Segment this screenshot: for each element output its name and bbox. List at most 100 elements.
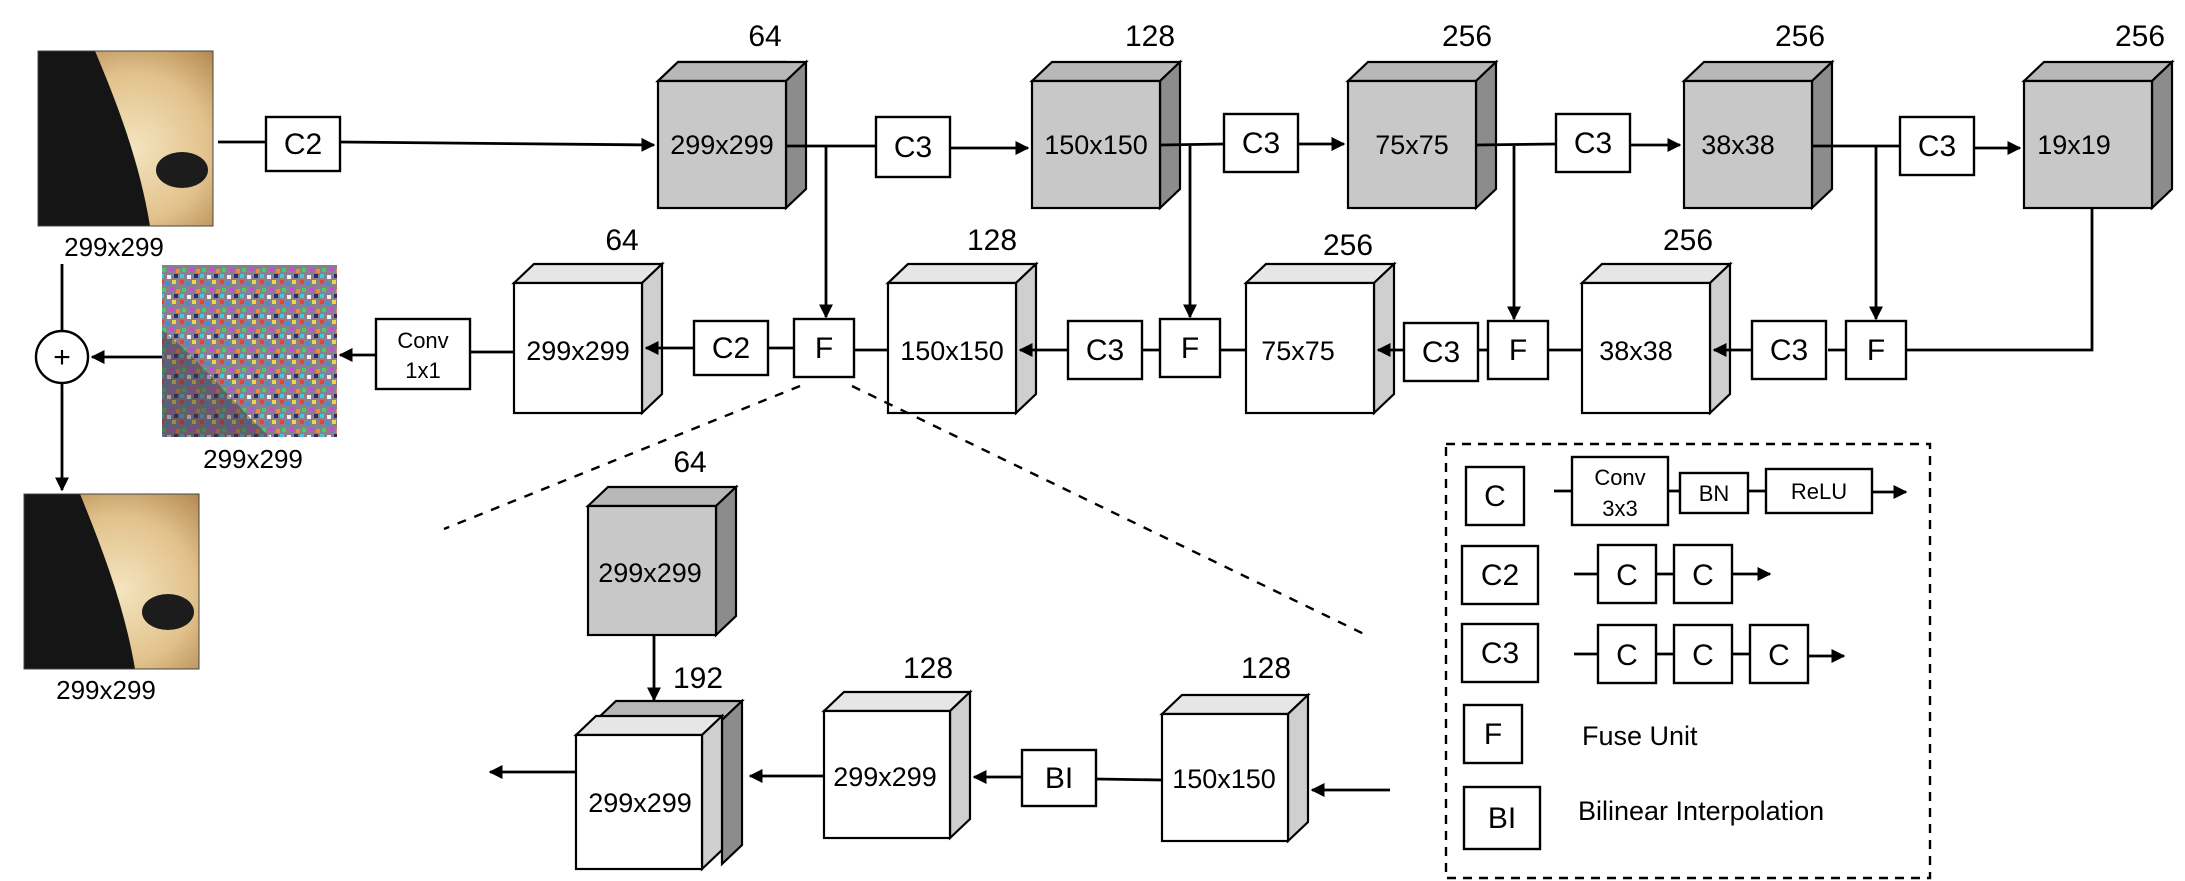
noise-size-label: 299x299: [203, 444, 303, 474]
legend-fuse-unit-text: Fuse Unit: [1582, 721, 1698, 751]
legend-bn-label: BN: [1699, 481, 1730, 506]
encoder-cube-1-channels: 64: [748, 20, 781, 53]
input-image: [37, 50, 214, 227]
legend-c3-c2-label: C: [1692, 639, 1714, 672]
c3-box-bottom-2-label: C3: [1422, 336, 1460, 369]
c2-box-bottom: [692, 319, 770, 377]
legend-conv3x3-line2: 3x3: [1602, 496, 1637, 521]
zoom-cube-3: [821, 689, 973, 841]
legend-c2-label: C2: [1481, 559, 1519, 592]
legend-c3-label: C3: [1481, 637, 1519, 670]
input-size-label: 299x299: [64, 232, 164, 262]
decoder-cube-1-label: 299x299: [526, 336, 630, 366]
conv1x1-box-line1: Conv: [397, 328, 448, 353]
encoder-cube-5: [2021, 59, 2175, 211]
legend-c3-c3-label: C: [1768, 639, 1790, 672]
decoder-cube-3-channels: 256: [1323, 229, 1373, 262]
c3-box-bottom-3-label: C3: [1770, 334, 1808, 367]
legend-c3-c1-label: C: [1616, 639, 1638, 672]
legend-c2-box: [1460, 544, 1540, 606]
encoder-cube-1: [655, 59, 809, 211]
decoder-cube-4-label: 38x38: [1599, 336, 1673, 366]
fuse-box-2-label: F: [1181, 332, 1199, 365]
flow-e2-to-c3: [1159, 142, 1225, 147]
zoom-cube-2: [573, 698, 745, 872]
fuse-box-3-label: F: [1509, 334, 1527, 367]
legend-c3-c3: [1748, 623, 1810, 685]
legend-conv3x3-box: [1570, 455, 1670, 527]
zoom-cube-4-channels: 128: [1241, 652, 1291, 685]
c3-box-bottom-1-label: C3: [1086, 334, 1124, 367]
c2-box-top: [264, 115, 342, 173]
encoder-cube-3-label: 75x75: [1375, 130, 1449, 160]
decoder-cube-3: [1243, 261, 1397, 416]
zoom-cube-3-label: 299x299: [833, 762, 937, 792]
zoom-cube-2-channels: 192: [673, 662, 723, 695]
c3-box-bottom-1: [1066, 319, 1144, 381]
flow-c2-to-e1: [339, 137, 656, 152]
flow-e5-down: [1906, 208, 2094, 352]
fuse-box-1-label: F: [815, 332, 833, 365]
add-symbol: +: [53, 341, 71, 374]
bi-box: [1020, 748, 1098, 808]
fuse-box-2: [1158, 317, 1222, 379]
encoder-cube-5-channels: 256: [2115, 20, 2165, 53]
legend-c2-c1-label: C: [1616, 559, 1638, 592]
c3-box-top-3: [1554, 112, 1632, 174]
zoom-dash-right: [851, 384, 1365, 636]
c2-box-top-label: C2: [284, 128, 322, 161]
encoder-cube-1-label: 299x299: [670, 130, 774, 160]
conv1x1-box-line2: 1x1: [405, 358, 440, 383]
c3-box-top-3-label: C3: [1574, 127, 1612, 160]
decoder-cube-1-channels: 64: [605, 224, 638, 257]
c3-box-top-1-label: C3: [894, 131, 932, 164]
zoom-cube-4: [1159, 692, 1311, 844]
fuse-box-4-label: F: [1867, 334, 1885, 367]
zoom-cube-2-label: 299x299: [588, 788, 692, 818]
legend-f-label: F: [1484, 718, 1502, 751]
decoder-cube-2-label: 150x150: [900, 336, 1004, 366]
encoder-cube-2-label: 150x150: [1044, 130, 1148, 160]
fuse-box-4: [1844, 319, 1908, 381]
decoder-cube-2: [885, 261, 1039, 416]
encoder-cube-2: [1029, 59, 1183, 211]
legend-bn-box: [1678, 471, 1750, 515]
legend-relu-box: [1764, 467, 1874, 515]
legend-c2-c2: [1672, 543, 1734, 605]
encoder-cube-2-channels: 128: [1125, 20, 1175, 53]
legend-c2-c2-label: C: [1692, 559, 1714, 592]
decoder-cube-4-channels: 256: [1663, 224, 1713, 257]
flow-e3-to-c3: [1475, 142, 1557, 147]
encoder-cube-4-label: 38x38: [1701, 130, 1775, 160]
legend-c3-box: [1460, 622, 1540, 684]
legend-c-box: [1464, 465, 1526, 527]
encoder-cube-5-label: 19x19: [2037, 130, 2111, 160]
legend-bilinear-text: Bilinear Interpolation: [1578, 796, 1824, 826]
encoder-cube-4-channels: 256: [1775, 20, 1825, 53]
bi-box-label: BI: [1045, 762, 1073, 795]
encoder-cube-4: [1681, 59, 1835, 211]
encoder-cube-3: [1345, 59, 1499, 211]
decoder-cube-4: [1579, 261, 1733, 416]
legend-panel: [1444, 442, 1932, 880]
output-size-label: 299x299: [56, 675, 156, 705]
flow-zoom-z4-to-bi: [1095, 777, 1163, 782]
c2-box-bottom-label: C2: [712, 332, 750, 365]
legend-relu-label: ReLU: [1791, 479, 1847, 504]
c3-box-bottom-2: [1402, 321, 1480, 383]
decoder-cube-3-label: 75x75: [1261, 336, 1335, 366]
zoom-cube-1: [585, 484, 739, 638]
legend-bi-box: [1462, 785, 1542, 851]
zoom-cube-3-channels: 128: [903, 652, 953, 685]
decoder-cube-2-channels: 128: [967, 224, 1017, 257]
noise-image: [162, 265, 337, 437]
zoom-cube-1-label: 299x299: [598, 558, 702, 588]
zoom-cube-1-channels: 64: [673, 446, 706, 479]
legend-c-label: C: [1484, 480, 1506, 513]
legend-c3-c1: [1596, 623, 1658, 685]
legend-conv3x3-line1: Conv: [1594, 465, 1645, 490]
c3-box-top-2-label: C3: [1242, 127, 1280, 160]
decoder-cube-1: [511, 261, 665, 416]
c3-box-top-4-label: C3: [1918, 130, 1956, 163]
